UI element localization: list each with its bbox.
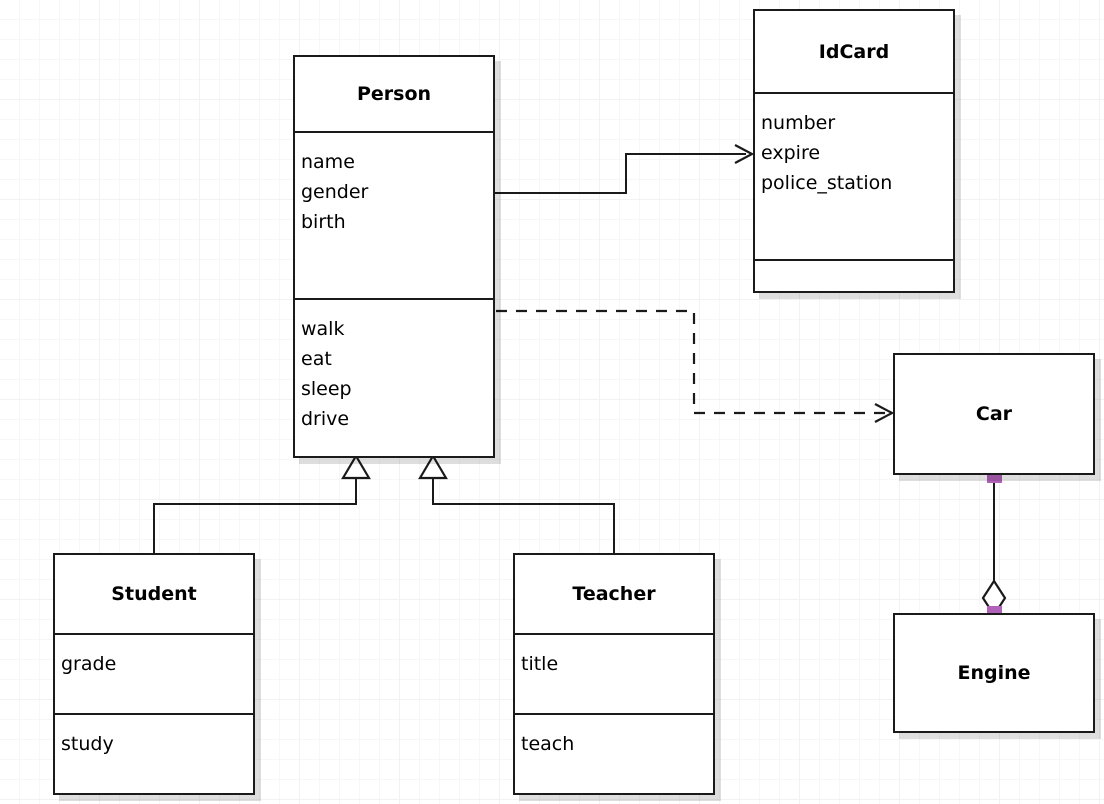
class-box-engine[interactable]: Engine [893, 613, 1095, 733]
class-name-teacher: Teacher [572, 583, 656, 605]
class-name-idcard: IdCard [818, 40, 890, 63]
attributes-compartment-idcard: number expire police_station [755, 92, 953, 259]
class-box-student[interactable]: Student grade study [53, 553, 255, 795]
edge-student-person[interactable] [153, 453, 371, 553]
edge-person-car[interactable] [496, 309, 895, 423]
class-box-idcard[interactable]: IdCard number expire police_station [753, 9, 955, 293]
attribute-row: title [521, 653, 559, 675]
edge-teacher-person[interactable] [418, 453, 615, 553]
class-name-student: Student [111, 583, 197, 605]
attribute-row: expire [761, 142, 821, 164]
operation-row: study [61, 733, 114, 755]
class-box-car[interactable]: Car [893, 353, 1095, 475]
attribute-row: birth [301, 211, 346, 233]
operation-row: eat [301, 348, 332, 370]
operations-compartment-teacher: teach [515, 713, 713, 793]
operations-compartment-person: walk eat sleep drive [295, 298, 493, 456]
operation-row: drive [301, 408, 350, 430]
attribute-row: gender [301, 181, 369, 203]
attribute-row: name [301, 151, 355, 173]
operation-row: sleep [301, 378, 352, 400]
class-name-engine: Engine [957, 662, 1031, 684]
attribute-row: number [761, 112, 836, 134]
operation-row: teach [521, 733, 575, 755]
attributes-compartment-student: grade [55, 633, 253, 713]
operation-row: walk [301, 318, 345, 340]
attribute-row: grade [61, 653, 117, 675]
class-name-person: Person [356, 83, 432, 105]
edge-car-engine[interactable] [981, 468, 1007, 621]
attributes-compartment-person: name gender birth [295, 131, 493, 298]
class-box-person[interactable]: Person name gender birth walk eat sleep … [293, 55, 495, 458]
attributes-compartment-teacher: title [515, 633, 713, 713]
class-box-teacher[interactable]: Teacher title teach [513, 553, 715, 795]
class-name-car: Car [975, 403, 1013, 425]
edge-person-idcard[interactable] [495, 144, 755, 194]
operations-compartment-student: study [55, 713, 253, 793]
attribute-row: police_station [761, 172, 893, 194]
operations-compartment-idcard [755, 259, 953, 291]
